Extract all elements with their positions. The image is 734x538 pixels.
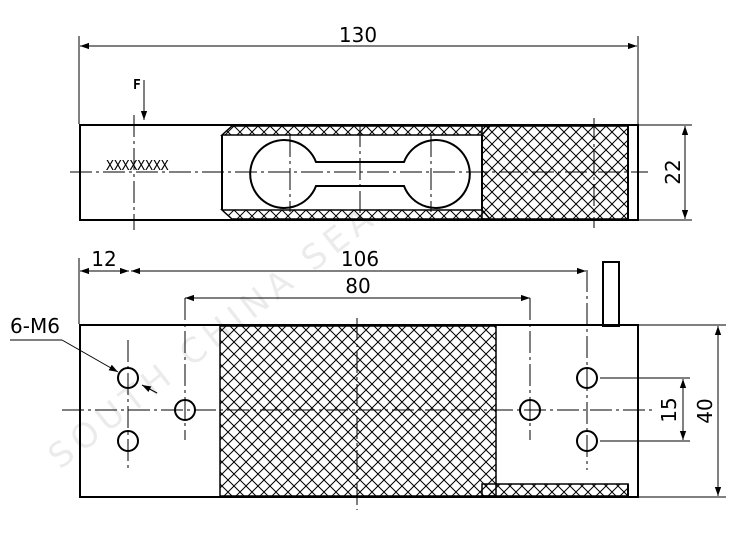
inner-hole-spacing-label: 80: [345, 274, 370, 298]
inner-hole-spacing-dimension: 80: [185, 274, 530, 302]
mounting-hole: [576, 430, 598, 452]
height-label: 22: [661, 159, 685, 184]
width-dimension: 40: [639, 324, 726, 498]
mounting-hole: [576, 367, 598, 389]
hole-pair-spacing-label: 15: [657, 397, 681, 422]
mounting-hole: [117, 367, 139, 389]
binocular-hole: [249, 139, 471, 209]
side-view: XXXXXXXX: [70, 115, 648, 230]
thread-spec-label: 6-M6: [10, 314, 60, 338]
thread-callout: 6-M6: [10, 314, 158, 394]
force-label: F: [133, 78, 141, 93]
width-label: 40: [693, 398, 717, 423]
serial-marking: XXXXXXXX: [106, 159, 169, 174]
overall-length-label: 130: [339, 23, 377, 47]
side-view-top-pocket: [220, 125, 492, 136]
side-view-bottom-pocket: [220, 209, 492, 220]
outer-hole-spacing-label: 106: [341, 247, 379, 271]
overall-length-dimension: 130: [78, 23, 639, 124]
mounting-hole: [117, 430, 139, 452]
bottom-edge-hatch: [481, 483, 629, 497]
outer-hole-spacing-dimension: 106: [131, 247, 586, 275]
mounting-hole: [519, 399, 541, 421]
edge-to-hole-dimension: 12: [78, 247, 129, 324]
cable: [602, 261, 620, 327]
hole-pair-spacing-dimension: 15: [657, 379, 687, 440]
top-view-body: [79, 324, 639, 498]
strain-gauge-area-hatch: [219, 325, 497, 497]
height-dimension: 22: [639, 124, 692, 221]
force-indicator: F: [133, 78, 148, 120]
edge-to-hole-label: 12: [91, 247, 116, 271]
top-view: [62, 261, 690, 510]
mounting-hole: [174, 399, 196, 421]
